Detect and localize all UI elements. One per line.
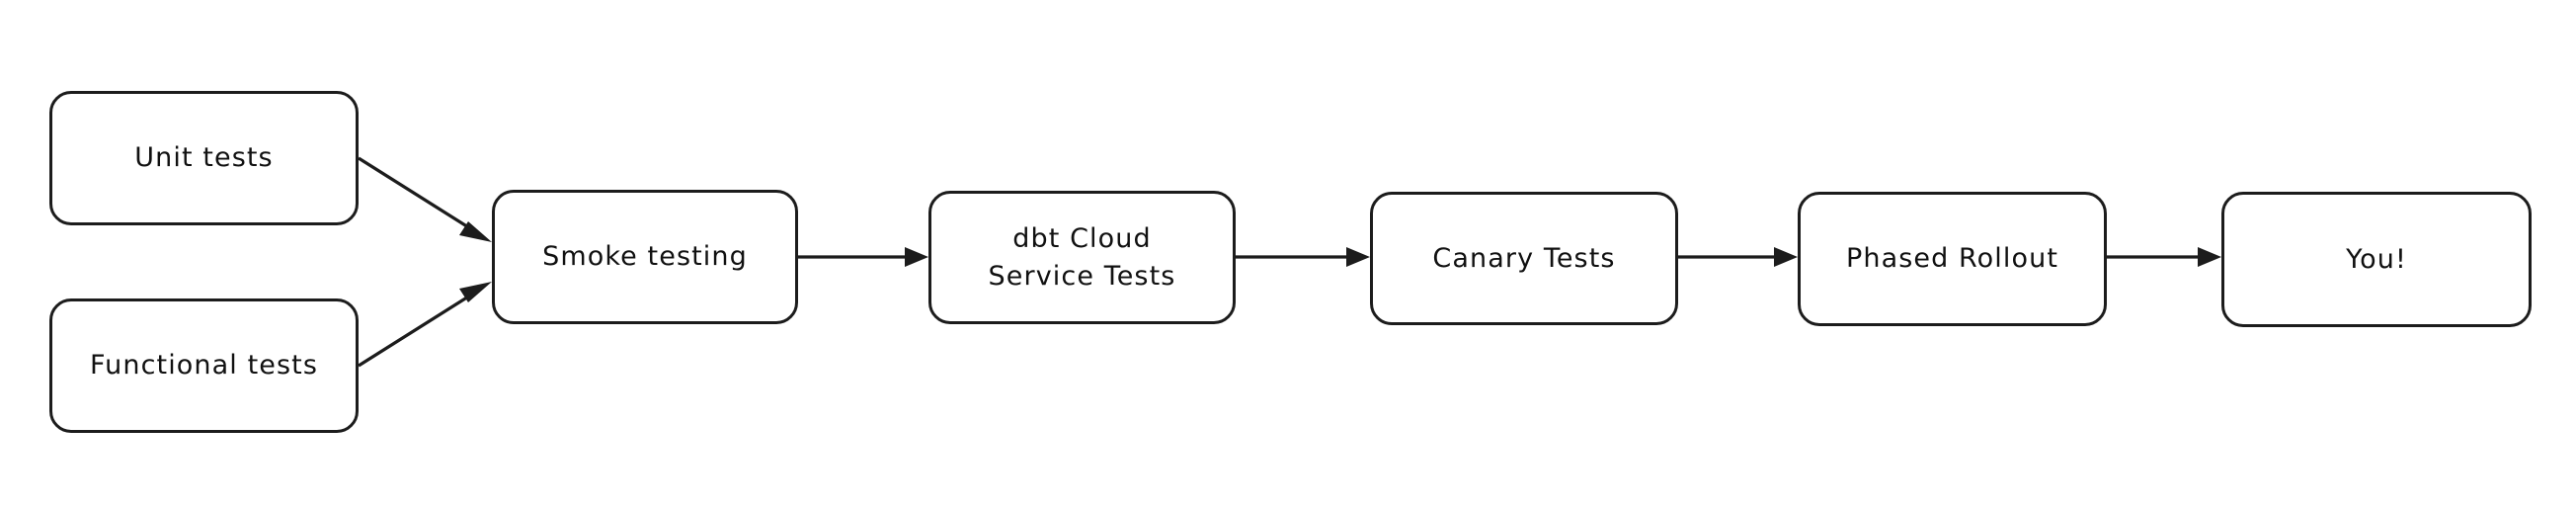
- node-label-smoke-testing: Smoke testing: [542, 241, 748, 273]
- edge-functional-tests-to-smoke-testing: [358, 282, 492, 368]
- node-label-functional-tests: Functional tests: [90, 350, 318, 382]
- node-label-you: You!: [2346, 243, 2407, 275]
- node-dbt-cloud-service-tests[interactable]: dbt Cloud Service Tests: [928, 191, 1236, 324]
- edge-canary-tests-to-phased-rollout: [1678, 247, 1798, 267]
- node-unit-tests[interactable]: Unit tests: [49, 91, 359, 225]
- node-canary-tests[interactable]: Canary Tests: [1370, 192, 1678, 325]
- node-smoke-testing[interactable]: Smoke testing: [492, 190, 798, 324]
- node-functional-tests[interactable]: Functional tests: [49, 298, 359, 433]
- edge-dbt-cloud-to-canary-tests: [1236, 247, 1370, 267]
- node-label-dbt-cloud-service-tests: dbt Cloud Service Tests: [988, 223, 1176, 292]
- node-you[interactable]: You!: [2221, 192, 2532, 327]
- node-phased-rollout[interactable]: Phased Rollout: [1798, 192, 2107, 326]
- edge-smoke-testing-to-dbt-cloud: [798, 247, 928, 267]
- edge-phased-rollout-to-you: [2107, 247, 2221, 267]
- node-label-unit-tests: Unit tests: [134, 142, 274, 174]
- edge-unit-tests-to-smoke-testing: [358, 156, 492, 242]
- node-label-canary-tests: Canary Tests: [1432, 242, 1616, 274]
- node-label-phased-rollout: Phased Rollout: [1845, 243, 2059, 275]
